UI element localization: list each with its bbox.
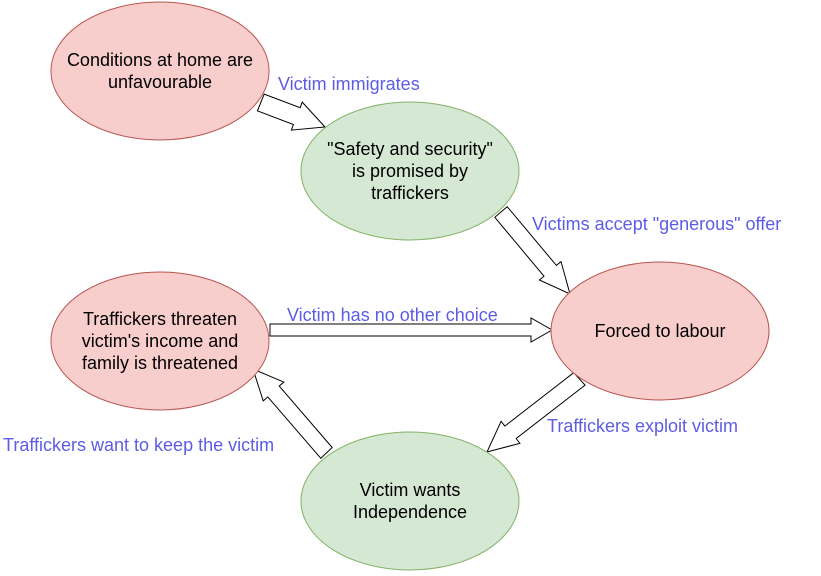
arrow-threaten-to-labour bbox=[269, 317, 554, 343]
node-threaten-shape bbox=[50, 271, 270, 411]
node-labour: Forced to labour bbox=[551, 262, 769, 400]
node-independence-line-1: Victim wants bbox=[359, 480, 461, 500]
edge-label-exploit: Traffickers exploit victim bbox=[547, 416, 739, 436]
node-labour-shape bbox=[550, 261, 770, 401]
node-threaten-line-1: Traffickers threaten bbox=[82, 309, 238, 329]
node-promise-line-3: traffickers bbox=[371, 183, 449, 203]
node-labour-line-1: Forced to labour bbox=[594, 321, 726, 341]
node-promise-line-2: is promised by bbox=[351, 161, 469, 181]
edge-label-immigrates: Victim immigrates bbox=[278, 74, 420, 94]
node-home-line-1: Conditions at home are bbox=[66, 50, 254, 70]
node-home-line-2: unfavourable bbox=[107, 72, 213, 92]
arrow-home-to-promise bbox=[256, 93, 327, 131]
node-independence-line-2: Independence bbox=[352, 502, 468, 522]
arrow-labour-to-independence bbox=[486, 372, 586, 453]
node-promise-shape bbox=[300, 101, 520, 241]
edge-label-no-choice: Victim has no other choice bbox=[287, 305, 498, 325]
node-independence-shape bbox=[300, 431, 520, 571]
arrow-promise-to-labour bbox=[494, 205, 571, 295]
node-promise-line-1: "Safety and security" bbox=[327, 139, 493, 159]
node-threaten-line-3: family is threatened bbox=[81, 353, 239, 373]
edge-label-keep: Traffickers want to keep the victim bbox=[3, 435, 275, 455]
edge-label-accept: Victims accept "generous" offer bbox=[532, 214, 782, 234]
node-threaten-line-2: victim's income and bbox=[81, 331, 239, 351]
node-home-shape bbox=[50, 1, 270, 141]
arrow-independence-to-threaten bbox=[252, 368, 333, 460]
